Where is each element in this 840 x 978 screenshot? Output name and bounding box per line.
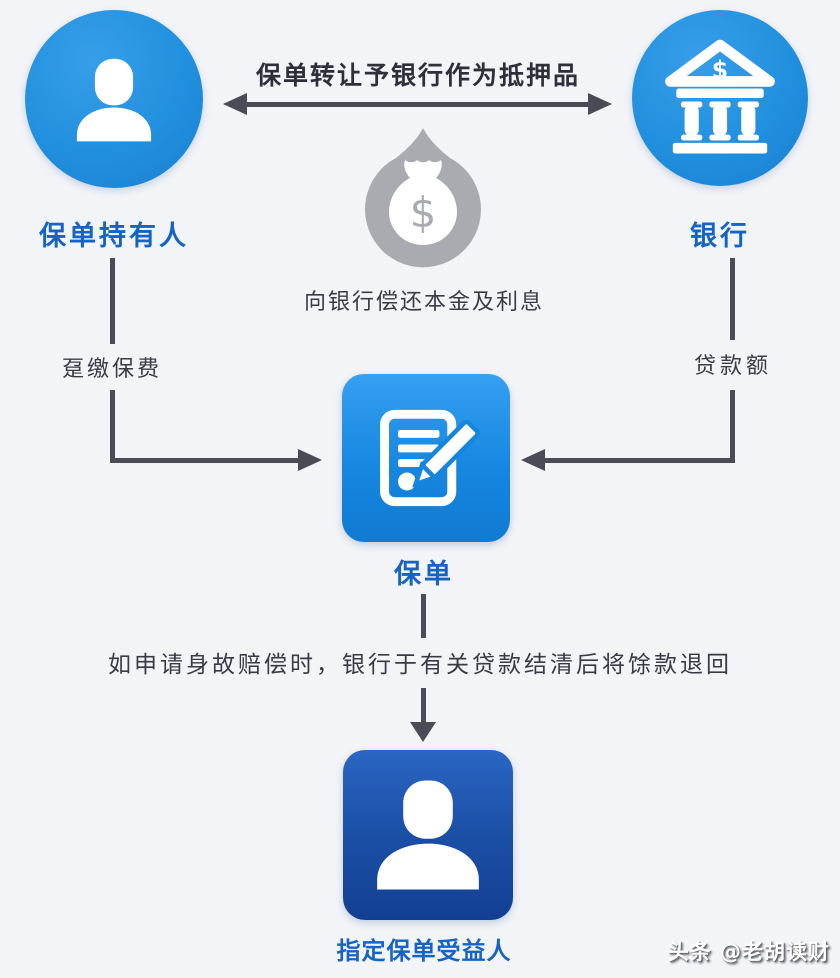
single-premium-label: 趸缴保费 [61,357,162,382]
loan-amount-label: 贷款额 [693,354,772,379]
bank-dollar-glyph: $ [712,56,728,84]
beneficiary-label: 指定保单受益人 [336,937,512,965]
death-claim-note: 如申请身故赔偿时，银行于有关贷款结清后将馀款退回 [108,652,732,678]
document-pencil-icon [380,409,480,507]
bank-label: 银行 [690,221,750,252]
policyholder-node [25,10,203,188]
watermark: 头条 @老胡读财 [667,940,830,964]
money-bag-icon: $ [365,128,481,268]
arrowhead-left-icon [223,93,247,115]
arrowhead-right-icon [588,93,612,115]
loan-line-top [730,258,735,340]
assign-to-bank-label: 保单转让予银行作为抵押品 [255,61,580,90]
assign-double-arrow [223,93,612,115]
repay-bank-label: 向银行偿还本金及利息 [303,290,544,315]
arrowhead-right-icon [298,449,322,471]
arrowhead-left-icon [521,449,545,471]
premium-line-horizontal [110,458,300,463]
premium-line-bottom [110,390,115,462]
loan-line-horizontal [545,458,735,463]
beneficiary-node [343,750,513,920]
policyholder-label: 保单持有人 [39,221,189,252]
bag-dollar-glyph: $ [410,188,437,237]
premium-line-top [110,258,115,344]
bank-icon: $ [665,39,775,154]
arrowhead-down-icon [410,722,436,742]
claim-line-top [421,594,426,638]
bank-node: $ [632,10,808,186]
loan-line-bottom [730,390,735,462]
claim-line-bottom [421,688,426,724]
policy-label: 保单 [394,559,454,590]
person-icon [377,780,479,890]
person-icon [76,58,152,142]
policy-node [342,374,510,542]
